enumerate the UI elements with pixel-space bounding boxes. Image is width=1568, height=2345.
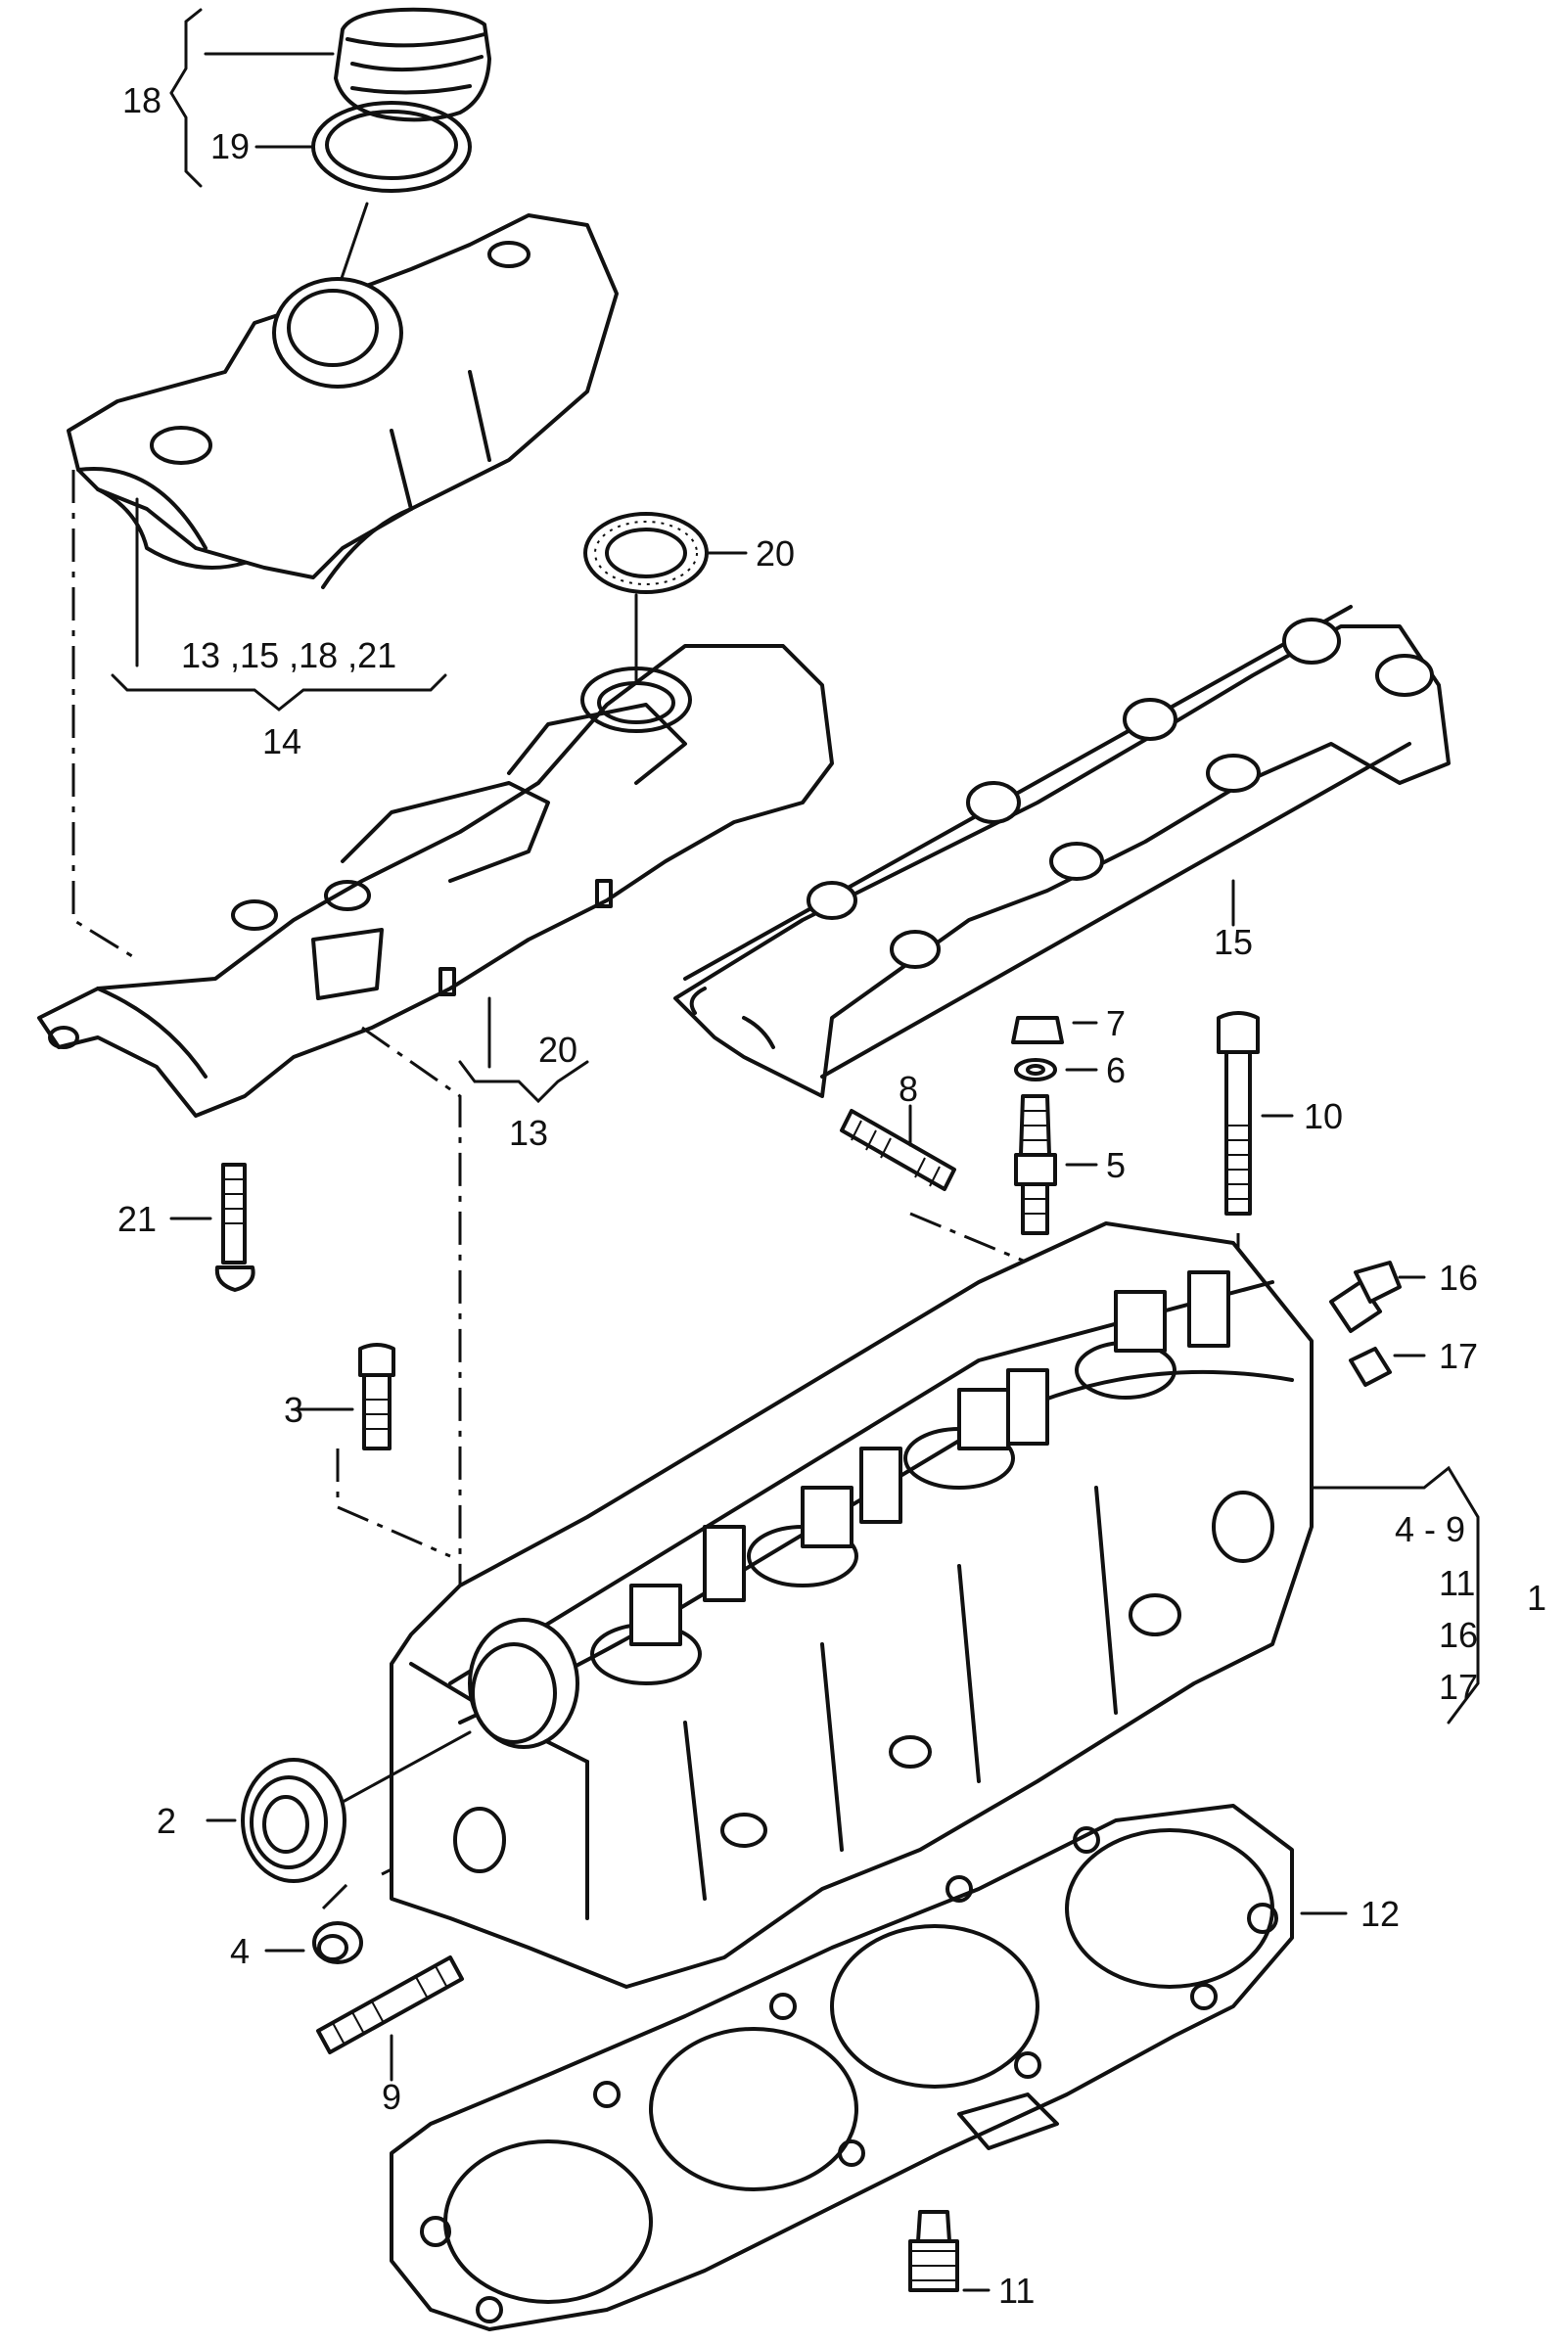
callout-17: 17 (1439, 1336, 1478, 1376)
callout-group-17: 17 (1439, 1667, 1478, 1707)
callout-1: 1 (1527, 1578, 1546, 1618)
stud-9 (316, 1955, 464, 2054)
callout-18: 18 (122, 80, 161, 120)
stud-5 (1014, 1094, 1057, 1235)
callout-10: 10 (1304, 1096, 1343, 1136)
bush-4 (312, 1921, 363, 1964)
callout-9: 9 (382, 2077, 401, 2117)
callout-13-15-18-21: 13 ,15 ,18 ,21 (181, 635, 396, 675)
oil-seal-20 (583, 512, 709, 594)
callout-15: 15 (1214, 922, 1253, 962)
seal-ring-2 (241, 1758, 346, 1883)
sender-16 (1329, 1261, 1402, 1333)
bolt-10 (1217, 1011, 1260, 1216)
bolt-21 (214, 1163, 255, 1292)
callout-5: 5 (1106, 1145, 1126, 1185)
callout-7: 7 (1106, 1003, 1126, 1043)
callout-14: 14 (262, 721, 301, 761)
oil-filler-cap (334, 7, 491, 122)
valve-cover-gasket (673, 605, 1451, 1098)
callout-8: 8 (899, 1069, 918, 1109)
valve-cover-upper (67, 213, 619, 589)
callout-19: 19 (210, 126, 250, 166)
head-gasket (390, 1804, 1294, 2331)
bolt-3 (358, 1343, 395, 1450)
washer-6 (1014, 1058, 1057, 1081)
callout-20-top: 20 (756, 533, 795, 574)
nut-7 (1011, 1016, 1064, 1044)
callout-group-4-9: 4 - 9 (1395, 1509, 1465, 1549)
callout-labels: 18 19 20 13 ,15 ,18 ,21 14 20 13 15 7 6 … (117, 80, 1546, 2311)
callout-3: 3 (284, 1390, 303, 1430)
plug-17 (1349, 1347, 1392, 1387)
callout-6: 6 (1106, 1050, 1126, 1090)
callout-20-mid: 20 (538, 1030, 577, 1070)
callout-group-11: 11 (1439, 1563, 1475, 1603)
callout-11: 11 (998, 2271, 1035, 2311)
callout-group-16: 16 (1439, 1615, 1478, 1655)
cylinder-head (390, 1221, 1314, 1989)
stud-8 (840, 1109, 956, 1191)
callout-16: 16 (1439, 1258, 1478, 1298)
leader-lines (111, 8, 1480, 2292)
callout-2: 2 (157, 1801, 176, 1841)
callout-13: 13 (509, 1113, 548, 1153)
bolt-11 (908, 2210, 959, 2292)
callout-12: 12 (1360, 1894, 1400, 1934)
callout-21: 21 (117, 1199, 157, 1239)
callout-4: 4 (230, 1931, 250, 1971)
valve-cover-lower (37, 644, 834, 1118)
